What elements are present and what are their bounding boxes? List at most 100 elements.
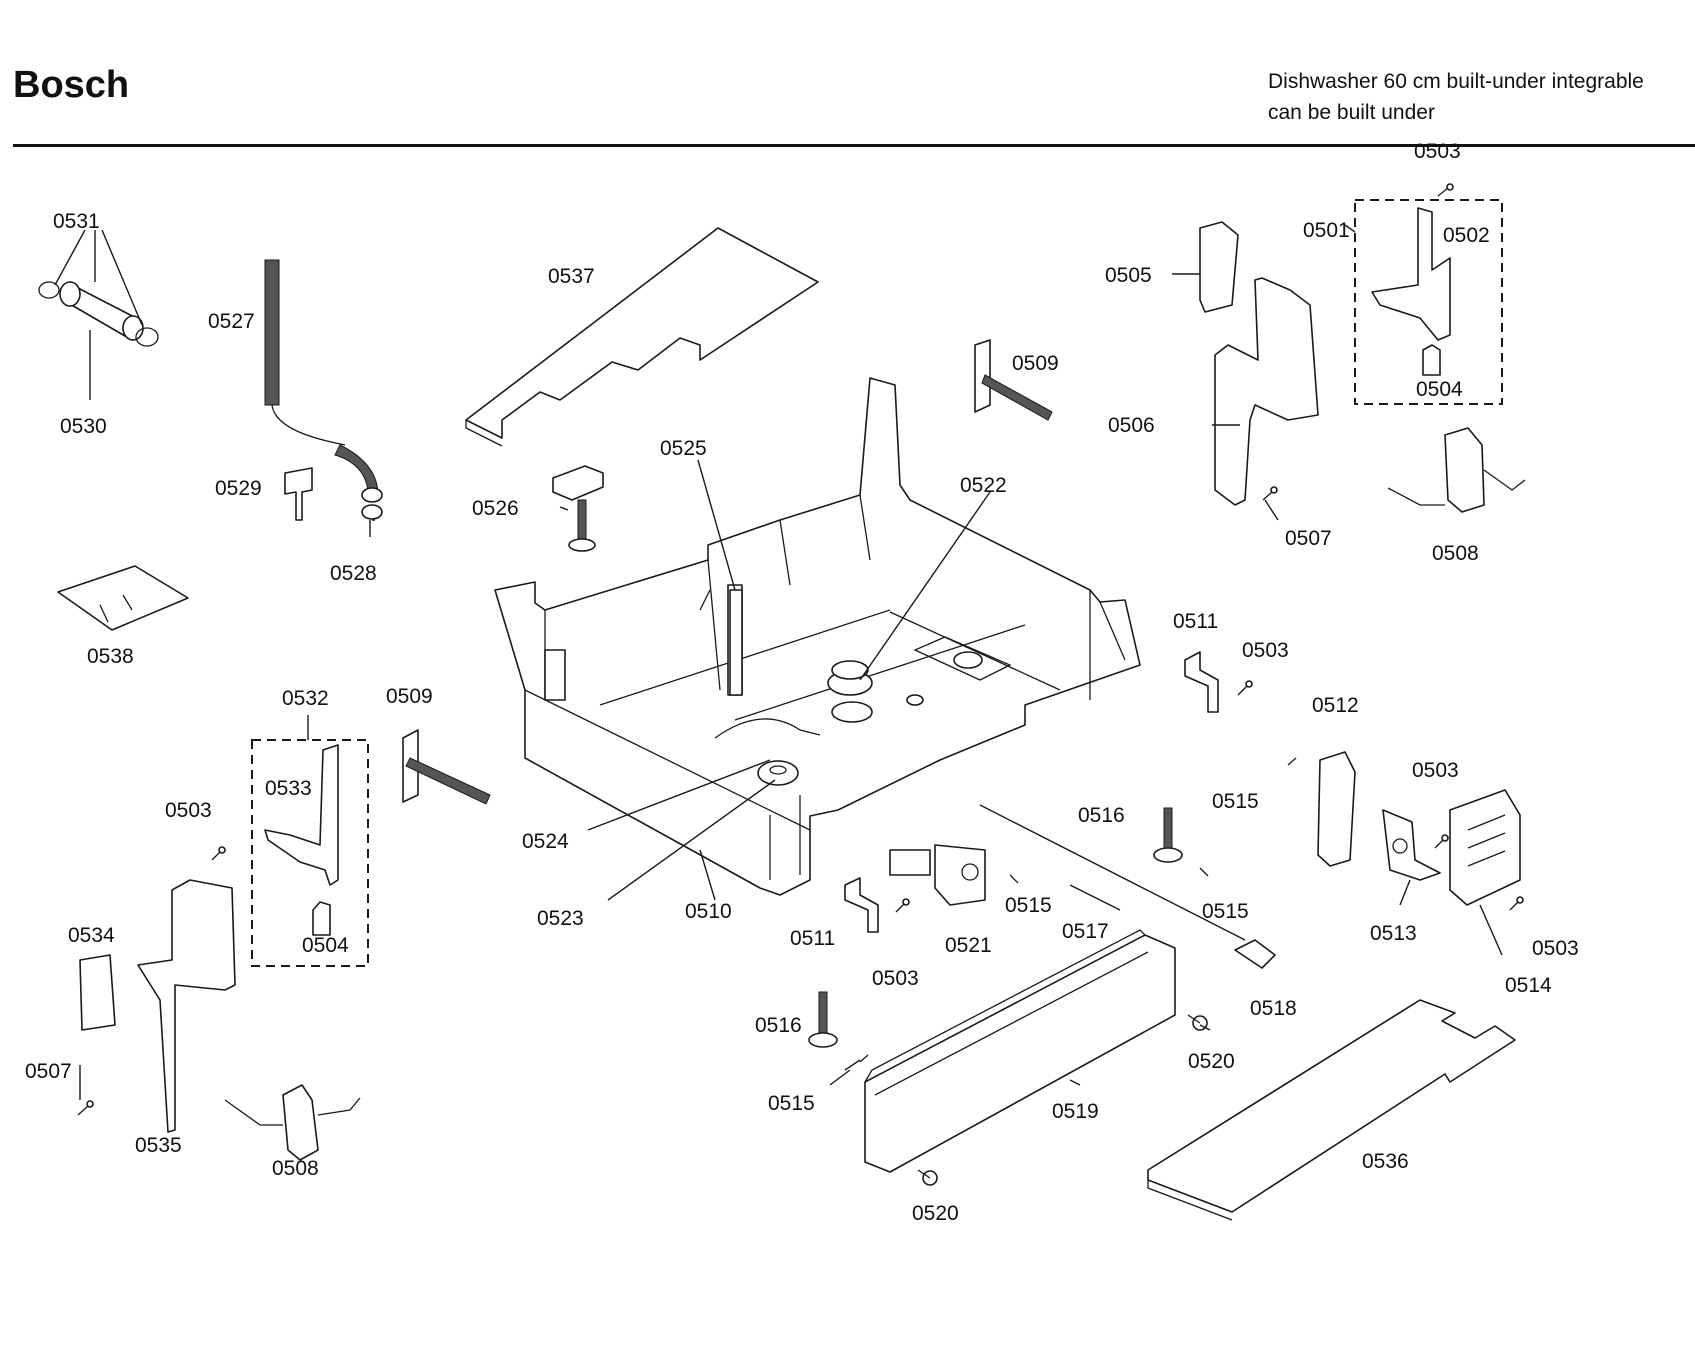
label-0512: 0512 bbox=[1312, 694, 1359, 717]
label-0520-left: 0520 bbox=[912, 1202, 959, 1225]
part-0509-spring-right bbox=[974, 339, 1053, 421]
part-0503-screw-a bbox=[1237, 680, 1253, 696]
label-0538: 0538 bbox=[87, 645, 134, 668]
label-0513: 0513 bbox=[1370, 922, 1417, 945]
part-0508-latch-left bbox=[224, 1084, 361, 1161]
part-0528-seals bbox=[361, 487, 383, 520]
part-0524-sensor-disc bbox=[714, 718, 821, 786]
part-0533-hinge-bracket bbox=[264, 744, 339, 886]
label-0503-d: 0503 bbox=[872, 967, 919, 990]
part-0532-group-box bbox=[251, 739, 369, 967]
label-0503-a: 0503 bbox=[1242, 639, 1289, 662]
part-0531-clamps bbox=[38, 281, 159, 347]
part-0512-cover bbox=[1317, 751, 1356, 867]
label-0521: 0521 bbox=[945, 934, 992, 957]
part-0526-foot bbox=[552, 465, 604, 552]
label-0511-lower: 0511 bbox=[790, 927, 835, 950]
label-0514: 0514 bbox=[1505, 974, 1552, 997]
label-0526: 0526 bbox=[472, 497, 519, 520]
label-0529: 0529 bbox=[215, 477, 262, 500]
part-0505-cover-right bbox=[1199, 221, 1239, 313]
part-0515-screw-b bbox=[1199, 867, 1209, 877]
label-0523: 0523 bbox=[537, 907, 584, 930]
label-0508-left: 0508 bbox=[272, 1157, 319, 1180]
label-0515-a: 0515 bbox=[1212, 790, 1259, 813]
label-0516-upper: 0516 bbox=[1078, 804, 1125, 827]
part-0527-drain-hose bbox=[264, 259, 379, 496]
part-0511-bracket-lower bbox=[844, 877, 879, 933]
part-0510-base-tub bbox=[494, 377, 1141, 896]
label-0509-left: 0509 bbox=[386, 685, 433, 708]
label-0524: 0524 bbox=[522, 830, 569, 853]
part-0515-screw-c bbox=[1009, 874, 1019, 884]
label-0528: 0528 bbox=[330, 562, 377, 585]
part-0538-hardware-bag bbox=[57, 565, 189, 631]
label-0532: 0532 bbox=[282, 687, 329, 710]
part-0525-rod bbox=[729, 589, 743, 696]
part-0514-vent-cover bbox=[1449, 789, 1521, 906]
label-0515-b: 0515 bbox=[1202, 900, 1249, 923]
leader-lines bbox=[54, 224, 1503, 1100]
part-0507-screw-right bbox=[1262, 486, 1278, 501]
part-0536-base-plate bbox=[1147, 999, 1516, 1221]
part-0506-side-bracket-right bbox=[1214, 277, 1319, 506]
label-0530: 0530 bbox=[60, 415, 107, 438]
part-0504-clip-right bbox=[1422, 344, 1441, 376]
part-0511-bracket-right bbox=[1184, 651, 1219, 713]
label-0519: 0519 bbox=[1052, 1100, 1099, 1123]
label-0517: 0517 bbox=[1062, 920, 1109, 943]
header-divider bbox=[13, 144, 1695, 147]
brand-title: Bosch bbox=[13, 64, 130, 106]
label-0503-top: 0503 bbox=[1414, 140, 1461, 163]
label-0507-left: 0507 bbox=[25, 1060, 72, 1083]
label-0503-c: 0503 bbox=[1532, 937, 1579, 960]
part-0517-rod bbox=[979, 804, 1246, 941]
label-0533: 0533 bbox=[265, 777, 312, 800]
part-0503-screw-b bbox=[1434, 834, 1449, 849]
part-0516-foot-lower bbox=[808, 991, 838, 1048]
part-0508-latch-right bbox=[1387, 427, 1526, 513]
label-0537: 0537 bbox=[548, 265, 595, 288]
label-0520-right: 0520 bbox=[1188, 1050, 1235, 1073]
part-0502-hinge-bracket-right bbox=[1371, 207, 1451, 341]
part-0507-screw-left bbox=[77, 1100, 94, 1116]
label-0515-d: 0515 bbox=[768, 1092, 815, 1115]
part-0535-side-bracket-left bbox=[137, 879, 236, 1133]
label-0535: 0535 bbox=[135, 1134, 182, 1157]
part-0501-group-box bbox=[1354, 199, 1503, 405]
part-0513-bracket bbox=[1382, 809, 1441, 881]
part-0515-screw-d bbox=[859, 1054, 869, 1063]
part-0503-screw-c bbox=[1509, 896, 1524, 911]
label-0508-right: 0508 bbox=[1432, 542, 1479, 565]
label-0534: 0534 bbox=[68, 924, 115, 947]
label-0518: 0518 bbox=[1250, 997, 1297, 1020]
label-0511-right: 0511 bbox=[1173, 610, 1218, 633]
callout-labels: 0501 0502 0503 0504 0505 0506 0507 0508 … bbox=[25, 140, 1579, 1225]
label-0510: 0510 bbox=[685, 900, 732, 923]
part-0534-cover-left bbox=[79, 954, 116, 1031]
model-subtitle-line1: Dishwasher 60 cm built-under integrable bbox=[1268, 70, 1644, 93]
part-0529-clip bbox=[284, 467, 313, 521]
part-0519-kick-plate bbox=[864, 929, 1176, 1173]
label-0503-b: 0503 bbox=[1412, 759, 1459, 782]
label-0522: 0522 bbox=[960, 474, 1007, 497]
label-0502: 0502 bbox=[1443, 224, 1490, 247]
label-0527: 0527 bbox=[208, 310, 255, 333]
part-0530-hose bbox=[59, 281, 144, 341]
label-0501: 0501 bbox=[1303, 219, 1350, 242]
part-0516-foot-upper bbox=[1153, 807, 1183, 863]
part-0503-screw-d bbox=[895, 898, 910, 913]
label-0503-e: 0503 bbox=[165, 799, 212, 822]
label-0504-right: 0504 bbox=[1416, 378, 1463, 401]
model-subtitle-line2: can be built under bbox=[1268, 101, 1435, 124]
part-0520-screw-left bbox=[917, 1169, 938, 1186]
label-0515-c: 0515 bbox=[1005, 894, 1052, 917]
part-0537-top-plate bbox=[465, 227, 819, 447]
part-0503-screw-e bbox=[211, 846, 226, 861]
label-0531: 0531 bbox=[53, 210, 100, 233]
part-0515-screw-a bbox=[1287, 757, 1297, 766]
part-0504-clip-left bbox=[312, 901, 331, 936]
part-0522-cups bbox=[827, 651, 983, 723]
